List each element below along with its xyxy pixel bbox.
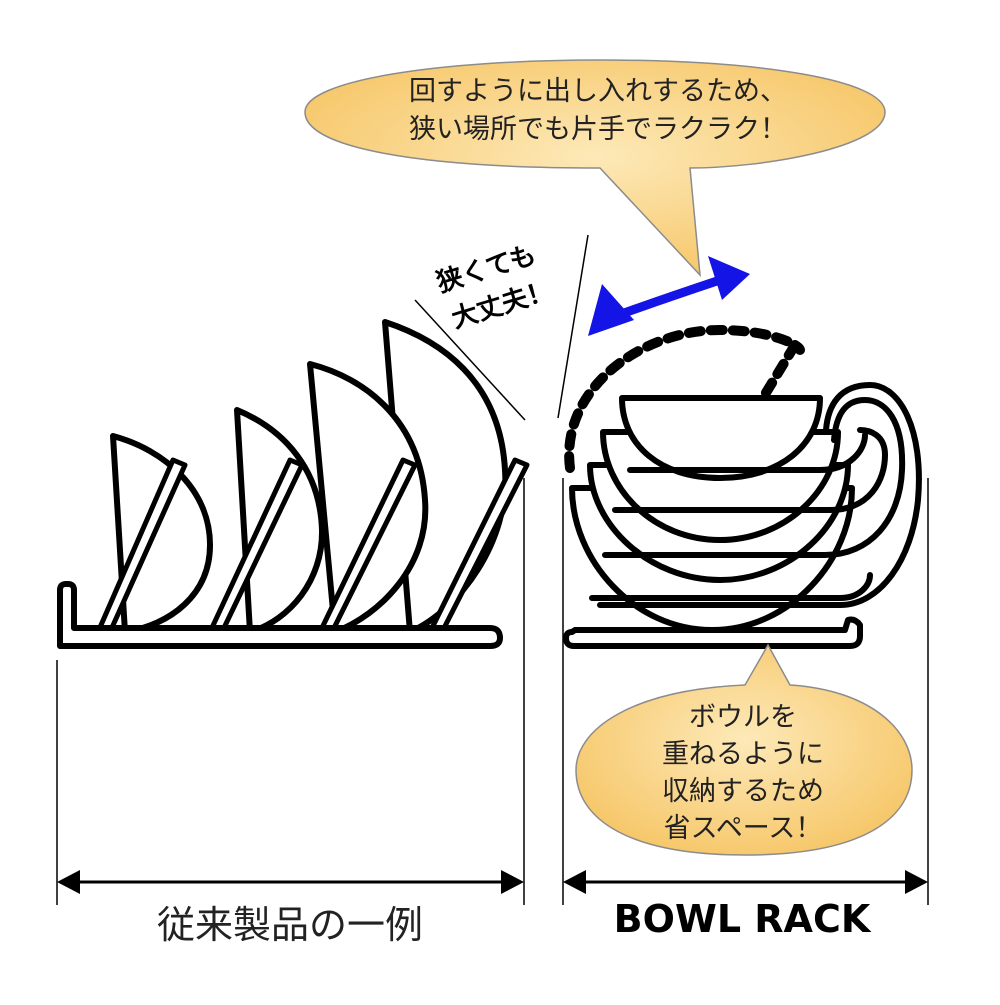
plate-1 (110, 433, 213, 635)
rotation-arrow-head-right (708, 256, 750, 300)
callout-bottom-line1: ボウルを (689, 702, 797, 733)
bowl-4 (619, 395, 823, 481)
frame-hoop-inner (602, 397, 906, 558)
dimension-bowl-arrow-left (563, 870, 586, 894)
dividers (95, 457, 530, 635)
dimension-conventional (56, 478, 525, 905)
rotation-dotted-arc (564, 325, 805, 473)
conventional-base (57, 581, 503, 649)
callout-top-bubble (304, 59, 886, 278)
narrow-guide-left (414, 299, 526, 421)
plate-3 (307, 361, 429, 635)
conventional-label: 従来製品の一例 (157, 903, 423, 947)
narrow-guide-right (557, 234, 589, 419)
frame-hoop-outer (597, 382, 922, 608)
callout-bottom: ボウルを 重ねるように 収納するため 省スペース！ (575, 643, 913, 856)
conventional-rack (57, 319, 530, 649)
dimension-conventional-arrow-right (501, 870, 524, 894)
callout-top-line2: 狭い場所でも片手でラクラク！ (409, 114, 787, 145)
callout-bottom-bubble (575, 643, 913, 856)
rotation-arrow-head-left (588, 284, 634, 336)
plate-2 (234, 407, 326, 635)
rotation-arrow (588, 256, 750, 336)
frame-shelf-2 (627, 432, 868, 473)
dimension-conventional-arrow-left (57, 870, 80, 894)
bowl-rack-frame (563, 382, 922, 649)
dimension-bowl-rack (562, 478, 929, 905)
bowl-rack (563, 325, 922, 649)
bowl-rack-base (563, 616, 863, 649)
callout-top-line1: 回すように出し入れするため、 (409, 76, 787, 107)
callout-bottom-line3: 収納するため (662, 776, 824, 807)
frame-shelf-1 (612, 427, 888, 513)
callout-bottom-line2: 重ねるように (662, 739, 824, 770)
callout-top: 回すように出し入れするため、 狭い場所でも片手でラクラク！ (304, 59, 886, 278)
callout-bottom-line4: 省スペース！ (664, 813, 823, 844)
dimension-bowl-arrow-right (905, 870, 928, 894)
frame-base-rail (589, 572, 873, 601)
product-label: BOWL RACK (614, 897, 872, 941)
